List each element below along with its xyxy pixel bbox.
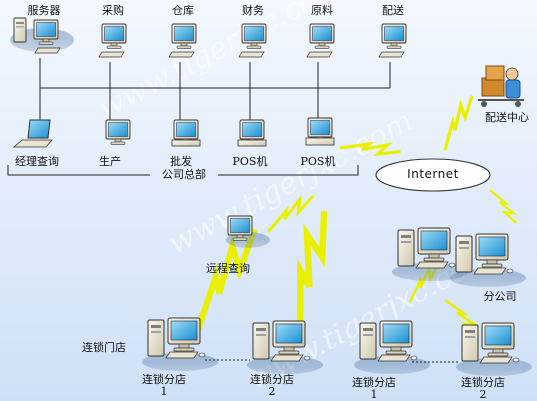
node-pos-2 — [305, 117, 335, 146]
node-chain-branch — [455, 322, 533, 377]
node-server — [10, 17, 74, 54]
label-chain-branch-name: 连锁分店 — [142, 373, 186, 386]
node-pos-1 — [237, 119, 267, 147]
label-chain-store: 连锁门店 — [82, 341, 126, 354]
watermark-text: www.tigerjxc.com — [92, 0, 348, 127]
hq-bracket — [7, 165, 359, 176]
node-delivery — [378, 23, 407, 58]
label-manager-query: 经理查询 — [15, 155, 59, 168]
label-branch-company: 分公司 — [483, 290, 517, 303]
label-chain-branch-name: 连锁分店 — [250, 373, 294, 386]
label-pos-2: POS机 — [300, 155, 336, 168]
node-chain-branch — [353, 320, 431, 375]
label-warehouse: 仓库 — [172, 4, 194, 17]
label-chain-branch-num: 2 — [479, 388, 487, 401]
node-remote-query — [226, 215, 270, 248]
label-hq-group: 公司总部 — [162, 168, 206, 181]
label-chain-branch-num: 1 — [160, 385, 168, 398]
node-finance — [238, 23, 267, 58]
label-remote-query: 远程查询 — [206, 262, 250, 275]
label-chain-branch-name: 连锁分店 — [352, 376, 396, 389]
internet-cloud — [375, 158, 491, 192]
label-internet: Internet — [407, 167, 459, 181]
label-finance: 财务 — [242, 4, 264, 17]
label-purchasing: 采购 — [102, 4, 124, 17]
node-chain-branch — [141, 317, 219, 372]
node-production — [105, 119, 131, 145]
node-materials — [306, 23, 335, 58]
node-manager-laptop — [12, 119, 53, 148]
label-chain-branch-name: 连锁分店 — [461, 376, 505, 389]
branch-dotted-links — [205, 359, 458, 363]
label-materials: 原料 — [311, 4, 333, 17]
label-distribution-center: 配送中心 — [485, 111, 529, 124]
label-pos-1: POS机 — [232, 155, 268, 168]
hq-bus-lines — [39, 58, 391, 120]
node-warehouse — [168, 23, 197, 58]
distribution-center-icon — [478, 65, 524, 107]
node-purchasing — [98, 23, 127, 58]
label-wholesale: 批发 — [170, 155, 192, 168]
label-chain-branch-num: 1 — [370, 388, 378, 401]
node-branch-company — [391, 227, 527, 288]
watermark-text: www.tigerjxc.com — [162, 104, 418, 263]
label-chain-branch-num: 2 — [268, 385, 276, 398]
node-wholesale — [171, 119, 201, 147]
label-production: 生产 — [99, 155, 121, 168]
label-delivery: 配送 — [382, 4, 404, 17]
label-server: 服务器 — [27, 4, 61, 17]
